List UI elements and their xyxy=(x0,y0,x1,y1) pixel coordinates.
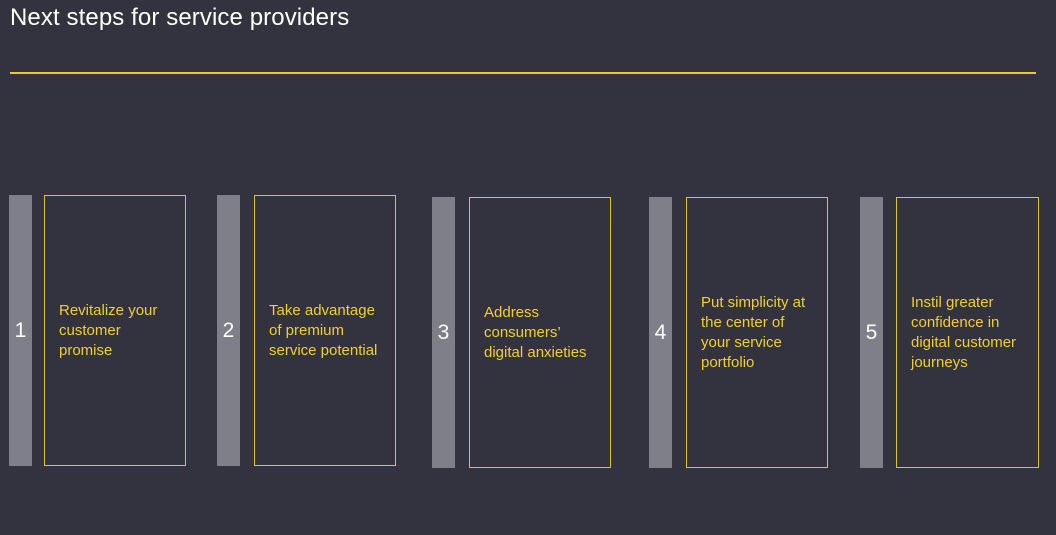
step-card-1: Revitalize your customer promise xyxy=(44,195,186,466)
step-number-bar-5: 5 xyxy=(860,197,883,468)
step-card-5: Instil greater confidence in digital cus… xyxy=(896,197,1039,468)
step-number-4: 4 xyxy=(654,320,667,344)
step-text-2: Take advantage of premium service potent… xyxy=(269,301,378,359)
step-number-bar-1: 1 xyxy=(9,195,32,466)
step-number-bar-4: 4 xyxy=(649,197,672,468)
step-card-3: Address consumers’ digital anxieties xyxy=(469,197,611,468)
step-number-3: 3 xyxy=(437,320,450,344)
step-number-1: 1 xyxy=(14,318,27,342)
step-text-4: Put simplicity at the center of your ser… xyxy=(701,293,806,371)
step-card-4: Put simplicity at the center of your ser… xyxy=(686,197,828,468)
page-title: Next steps for service providers xyxy=(10,4,350,31)
step-number-5: 5 xyxy=(865,320,878,344)
step-number-2: 2 xyxy=(222,318,235,342)
step-card-2: Take advantage of premium service potent… xyxy=(254,195,396,466)
step-number-bar-3: 3 xyxy=(432,197,455,468)
step-text-5: Instil greater confidence in digital cus… xyxy=(911,293,1017,371)
step-text-3: Address consumers’ digital anxieties xyxy=(484,303,587,361)
step-text-1: Revitalize your customer promise xyxy=(59,301,158,359)
title-underline xyxy=(10,72,1036,74)
step-number-bar-2: 2 xyxy=(217,195,240,466)
